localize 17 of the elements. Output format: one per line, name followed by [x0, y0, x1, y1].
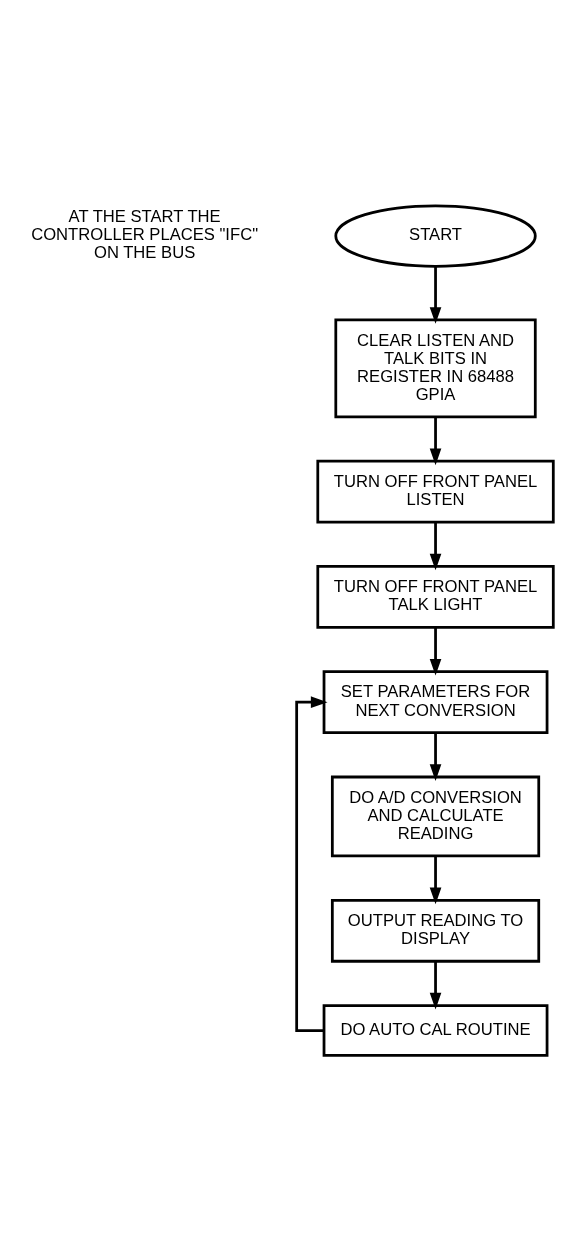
arrow [429, 855, 442, 904]
label: AT THE START THE CONTROLLER PLACES "IFC" ON THE BUS [31, 206, 259, 262]
node-box: SET PARAMETERS FOR NEXT CONVERSION [322, 669, 549, 734]
node-box: OUTPUT READING TO DISPLAY [330, 898, 541, 963]
arrow [429, 961, 442, 1009]
node-box: TURN OFF FRONT PANEL TALK LIGHT [316, 564, 555, 629]
arrow [295, 695, 328, 1032]
node-box: DO A/D CONVERSION AND CALCULATE READING [330, 775, 541, 857]
node-ellipse: START [334, 203, 537, 268]
arrow [429, 416, 442, 465]
arrow [429, 627, 442, 676]
arrow [429, 732, 442, 781]
arrow [429, 522, 442, 570]
node-box: DO AUTO CAL ROUTINE [322, 1003, 549, 1057]
node-box: CLEAR LISTEN AND TALK BITS IN REGISTER IN 68488 GPIA [334, 317, 537, 418]
node-box: TURN OFF FRONT PANEL LISTEN [316, 459, 555, 523]
arrow [429, 266, 442, 324]
